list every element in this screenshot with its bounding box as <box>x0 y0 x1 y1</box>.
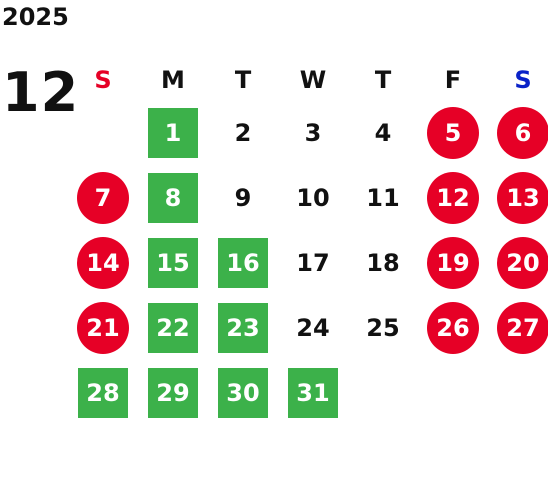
day-cell[interactable]: 19 <box>418 230 488 295</box>
day-cell[interactable]: 6 <box>488 100 548 165</box>
day-number: 2 <box>234 118 252 147</box>
day-number: 23 <box>218 302 268 353</box>
weekday-header: T <box>374 66 392 94</box>
day-number: 8 <box>148 172 198 223</box>
day-cell[interactable]: 29 <box>138 360 208 425</box>
day-cell[interactable]: 9 <box>208 165 278 230</box>
day-number: 18 <box>366 248 400 277</box>
day-number: 24 <box>296 313 330 342</box>
day-cell[interactable]: 5 <box>418 100 488 165</box>
day-number: 1 <box>148 107 198 158</box>
day-number: 9 <box>234 183 252 212</box>
day-number: 6 <box>497 106 548 159</box>
year-label: 2025 <box>2 3 69 31</box>
day-number: 5 <box>427 106 479 159</box>
day-cell[interactable]: 25 <box>348 295 418 360</box>
day-number: 26 <box>427 301 479 354</box>
day-number: 25 <box>366 313 400 342</box>
day-cell[interactable]: 1 <box>138 100 208 165</box>
day-number: 27 <box>497 301 548 354</box>
day-cell[interactable]: 12 <box>418 165 488 230</box>
day-cell[interactable]: 22 <box>138 295 208 360</box>
month-number: 12 <box>2 61 80 124</box>
day-number: 14 <box>77 236 129 289</box>
day-cell[interactable]: 8 <box>138 165 208 230</box>
day-number: 16 <box>218 237 268 288</box>
weekday-header: M <box>161 66 185 94</box>
day-number: 21 <box>77 301 129 354</box>
day-cell[interactable]: 4 <box>348 100 418 165</box>
day-number: 11 <box>366 183 400 212</box>
day-number: 17 <box>296 248 330 277</box>
day-cell[interactable]: 26 <box>418 295 488 360</box>
day-cell[interactable]: 3 <box>278 100 348 165</box>
day-cell[interactable]: 20 <box>488 230 548 295</box>
day-cell[interactable]: 7 <box>68 165 138 230</box>
day-number: 3 <box>304 118 322 147</box>
weekday-header: W <box>299 66 327 94</box>
empty-day-cell <box>68 100 138 165</box>
day-cell[interactable]: 2 <box>208 100 278 165</box>
day-number: 28 <box>78 367 128 418</box>
day-cell[interactable]: 17 <box>278 230 348 295</box>
day-cell[interactable]: 10 <box>278 165 348 230</box>
day-number: 19 <box>427 236 479 289</box>
day-cell[interactable]: 23 <box>208 295 278 360</box>
weekday-header: F <box>444 66 462 94</box>
day-cell[interactable]: 14 <box>68 230 138 295</box>
day-number: 10 <box>296 183 330 212</box>
day-number: 4 <box>374 118 392 147</box>
day-cell[interactable]: 28 <box>68 360 138 425</box>
weekday-header: S <box>94 66 112 94</box>
day-number: 29 <box>148 367 198 418</box>
day-cell[interactable]: 16 <box>208 230 278 295</box>
day-cell[interactable]: 15 <box>138 230 208 295</box>
day-number: 31 <box>288 367 338 418</box>
day-cell[interactable]: 27 <box>488 295 548 360</box>
weekday-header: T <box>234 66 252 94</box>
day-cell[interactable]: 21 <box>68 295 138 360</box>
day-number: 12 <box>427 171 479 224</box>
day-number: 22 <box>148 302 198 353</box>
day-number: 7 <box>77 171 129 224</box>
day-number: 20 <box>497 236 548 289</box>
day-number: 15 <box>148 237 198 288</box>
day-cell[interactable]: 11 <box>348 165 418 230</box>
day-number: 13 <box>497 171 548 224</box>
day-number: 30 <box>218 367 268 418</box>
day-cell[interactable]: 30 <box>208 360 278 425</box>
weekday-header: S <box>514 66 532 94</box>
day-cell[interactable]: 31 <box>278 360 348 425</box>
day-cell[interactable]: 24 <box>278 295 348 360</box>
day-cell[interactable]: 13 <box>488 165 548 230</box>
day-cell[interactable]: 18 <box>348 230 418 295</box>
